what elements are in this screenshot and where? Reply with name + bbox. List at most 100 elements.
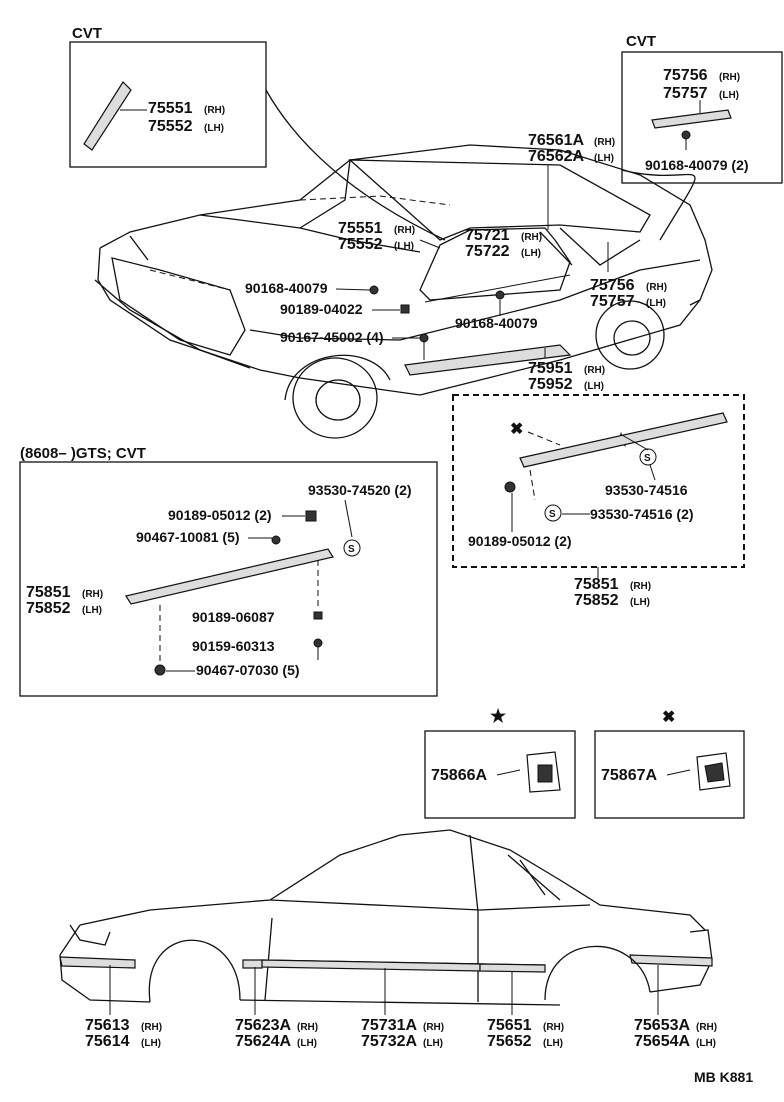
leader-line	[265, 89, 446, 241]
svg-text:93530-74520 (2): 93530-74520 (2)	[308, 482, 412, 498]
svg-text:75624A: 75624A	[235, 1033, 291, 1050]
svg-text:75866A: 75866A	[431, 767, 487, 784]
svg-text:S: S	[549, 509, 556, 520]
svg-text:75757: 75757	[590, 293, 635, 310]
svg-text:(LH): (LH)	[630, 597, 650, 608]
svg-text:90189-04022: 90189-04022	[280, 301, 363, 317]
rear-molding-part	[629, 954, 713, 967]
svg-text:75613: 75613	[85, 1017, 130, 1034]
quarter-molding-part	[479, 963, 546, 973]
svg-text:75732A: 75732A	[361, 1033, 417, 1050]
svg-text:75951: 75951	[528, 360, 573, 377]
s-clip-icon	[343, 539, 361, 557]
svg-text:93530-74516: 93530-74516	[605, 482, 688, 498]
clip-box-cross: ✖ 75867A	[594, 709, 745, 819]
svg-text:(LH): (LH)	[646, 298, 666, 309]
svg-text:(RH): (RH)	[521, 232, 542, 243]
nut-icon	[400, 304, 410, 314]
svg-text:75722: 75722	[465, 243, 510, 260]
svg-text:75852: 75852	[574, 592, 619, 609]
nut-icon	[305, 510, 317, 522]
svg-text:(LH): (LH)	[394, 241, 414, 252]
svg-text:90467-07030 (5): 90467-07030 (5)	[196, 662, 300, 678]
svg-text:(RH): (RH)	[646, 282, 667, 293]
side-molding-part	[125, 548, 334, 605]
svg-text:(RH): (RH)	[584, 365, 605, 376]
inset-title-cvt: CVT	[72, 25, 102, 42]
svg-text:(LH): (LH)	[82, 605, 102, 616]
svg-text:(LH): (LH)	[423, 1038, 443, 1049]
star-marker-icon: ★	[490, 706, 507, 726]
svg-text:75653A: 75653A	[634, 1017, 690, 1034]
inset-dashed-variant: ★ ✖ S 93530-74516 S 93530-74516 (2) 9018…	[452, 394, 745, 609]
fender-molding-part	[242, 959, 263, 969]
nut-icon	[504, 481, 516, 493]
part-number-label: 75552	[148, 118, 193, 135]
svg-text:(RH): (RH)	[719, 72, 740, 83]
inset-gts-cvt: (8608– )GTS; CVT 93530-74520 (2) S 90189…	[19, 445, 438, 697]
svg-text:(LH): (LH)	[594, 153, 614, 164]
clip-box-star: ★ 75866A	[424, 706, 576, 819]
part-number-label: 75756	[663, 67, 708, 84]
svg-text:(RH): (RH)	[423, 1022, 444, 1033]
front-molding-part	[59, 956, 136, 969]
svg-text:75867A: 75867A	[601, 767, 657, 784]
svg-text:(RH): (RH)	[696, 1022, 717, 1033]
roof-side-molding-part	[651, 109, 732, 129]
clip-icon	[154, 664, 166, 676]
svg-text:(LH): (LH)	[543, 1038, 563, 1049]
svg-text:(LH): (LH)	[204, 123, 224, 134]
windshield-molding-part	[83, 81, 132, 151]
s-clip-icon	[544, 504, 562, 522]
svg-text:75851: 75851	[26, 584, 71, 601]
svg-text:(LH): (LH)	[696, 1038, 716, 1049]
svg-text:90189-05012 (2): 90189-05012 (2)	[468, 533, 572, 549]
svg-text:S: S	[644, 453, 651, 464]
door-molding-part	[261, 959, 481, 972]
svg-text:90189-05012 (2): 90189-05012 (2)	[168, 507, 272, 523]
svg-text:(LH): (LH)	[141, 1038, 161, 1049]
svg-text:90467-10081 (5): 90467-10081 (5)	[136, 529, 240, 545]
svg-text:(RH): (RH)	[204, 105, 225, 116]
car-top-illustration	[94, 144, 713, 439]
svg-text:75651: 75651	[487, 1017, 532, 1034]
cross-marker-icon: ✖	[662, 709, 675, 726]
clip-icon	[271, 535, 281, 545]
svg-text:(RH): (RH)	[82, 589, 103, 600]
clip-icon	[495, 290, 505, 300]
svg-text:(RH): (RH)	[594, 137, 615, 148]
svg-text:(RH): (RH)	[543, 1022, 564, 1033]
svg-text:S: S	[348, 544, 355, 555]
bottom-labels: 75613 (RH) 75614 (LH) 75623A (RH) 75624A…	[85, 965, 753, 1085]
screw-icon	[313, 638, 323, 648]
svg-text:75623A: 75623A	[235, 1017, 291, 1034]
s-clip-icon	[639, 448, 657, 466]
inset-title-gts: (8608– )GTS; CVT	[20, 445, 146, 462]
part-number-label: 75757	[663, 85, 708, 102]
svg-text:75851: 75851	[574, 576, 619, 593]
svg-text:75551: 75551	[338, 220, 383, 237]
svg-text:76561A: 76561A	[528, 132, 584, 149]
rocker-molding-part	[404, 344, 572, 376]
svg-text:(RH): (RH)	[394, 225, 415, 236]
top-labels: 76561A (RH) 76562A (LH) 75551 (RH) 75552…	[245, 132, 667, 393]
inset-title-cvt: CVT	[626, 33, 656, 50]
svg-text:90167-45002 (4): 90167-45002 (4)	[280, 329, 384, 345]
svg-text:75614: 75614	[85, 1033, 130, 1050]
svg-text:75654A: 75654A	[634, 1033, 690, 1050]
svg-text:93530-74516 (2): 93530-74516 (2)	[590, 506, 694, 522]
car-side-illustration	[59, 829, 713, 1006]
svg-text:75721: 75721	[465, 227, 510, 244]
svg-text:(RH): (RH)	[630, 581, 651, 592]
clip-detail-icon	[704, 762, 725, 783]
nut-icon	[313, 611, 323, 620]
svg-text:75552: 75552	[338, 236, 383, 253]
svg-text:75652: 75652	[487, 1033, 532, 1050]
svg-text:90168-40079: 90168-40079	[245, 280, 328, 296]
clip-icon	[681, 130, 691, 140]
side-molding-part	[519, 412, 728, 468]
inset-cvt-left: CVT 75551 (RH) 75552 (LH)	[69, 25, 267, 168]
part-number-label: 75551	[148, 100, 193, 117]
svg-text:(LH): (LH)	[521, 248, 541, 259]
